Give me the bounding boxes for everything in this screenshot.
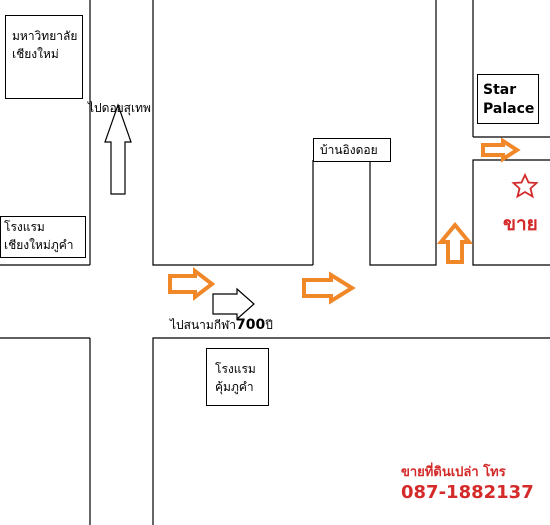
to-stadium-suffix: ปี bbox=[265, 318, 273, 332]
hotel-phu-kham-line2: เชียงใหม่ภูคำ bbox=[4, 238, 74, 252]
route-arrow-up-icon bbox=[436, 221, 474, 264]
arrow-right-stadium-icon bbox=[212, 287, 255, 321]
route-arrow-icon bbox=[481, 137, 521, 163]
land-plot-edge bbox=[472, 159, 550, 266]
university-line2: เชียงใหม่ bbox=[12, 47, 59, 61]
route-arrow-icon bbox=[168, 266, 216, 302]
star-icon bbox=[511, 172, 539, 199]
hotel-khum-phu-kham-line2: คุ้มภูคำ bbox=[215, 380, 254, 394]
university-line1: มหาวิทยาลัย bbox=[12, 29, 78, 43]
star-palace-label-box: Star Palace bbox=[477, 74, 539, 124]
to-stadium-number: 700 bbox=[236, 317, 266, 333]
hotel-phu-kham-line1: โรงแรม bbox=[4, 220, 45, 234]
road-edge bbox=[152, 337, 550, 525]
university-label-box: มหาวิทยาลัย เชียงใหม่ bbox=[5, 15, 83, 99]
route-arrow-icon bbox=[302, 271, 356, 305]
to-doi-suthep-label: ไปดอยสุเทพ bbox=[88, 101, 151, 115]
star-palace-line2: Palace bbox=[483, 101, 535, 117]
contact-phone: 087-1882137 bbox=[401, 482, 534, 503]
to-stadium-label: ไปสนามกีฬา700ปี bbox=[170, 316, 273, 335]
road-edge bbox=[152, 0, 313, 266]
contact-line1: ขายที่ดินเปล่า โทร bbox=[401, 465, 506, 480]
for-sale-marker-label: ขาย bbox=[503, 213, 538, 235]
ban-ing-doi-label-box: บ้านอิงดอย bbox=[313, 138, 391, 162]
ban-ing-doi-label: บ้านอิงดอย bbox=[320, 143, 378, 157]
star-palace-line1: Star bbox=[483, 82, 517, 98]
hotel-khum-phu-kham-line1: โรงแรม bbox=[215, 362, 256, 376]
hotel-khum-phu-kham-label-box: โรงแรม คุ้มภูคำ bbox=[206, 348, 269, 406]
hotel-phu-kham-label-box: โรงแรม เชียงใหม่ภูคำ bbox=[0, 216, 86, 258]
soi-edge bbox=[369, 0, 437, 266]
to-stadium-text: ไปสนามกีฬา bbox=[170, 318, 237, 332]
arrow-up-doi-suthep-icon bbox=[104, 103, 132, 195]
